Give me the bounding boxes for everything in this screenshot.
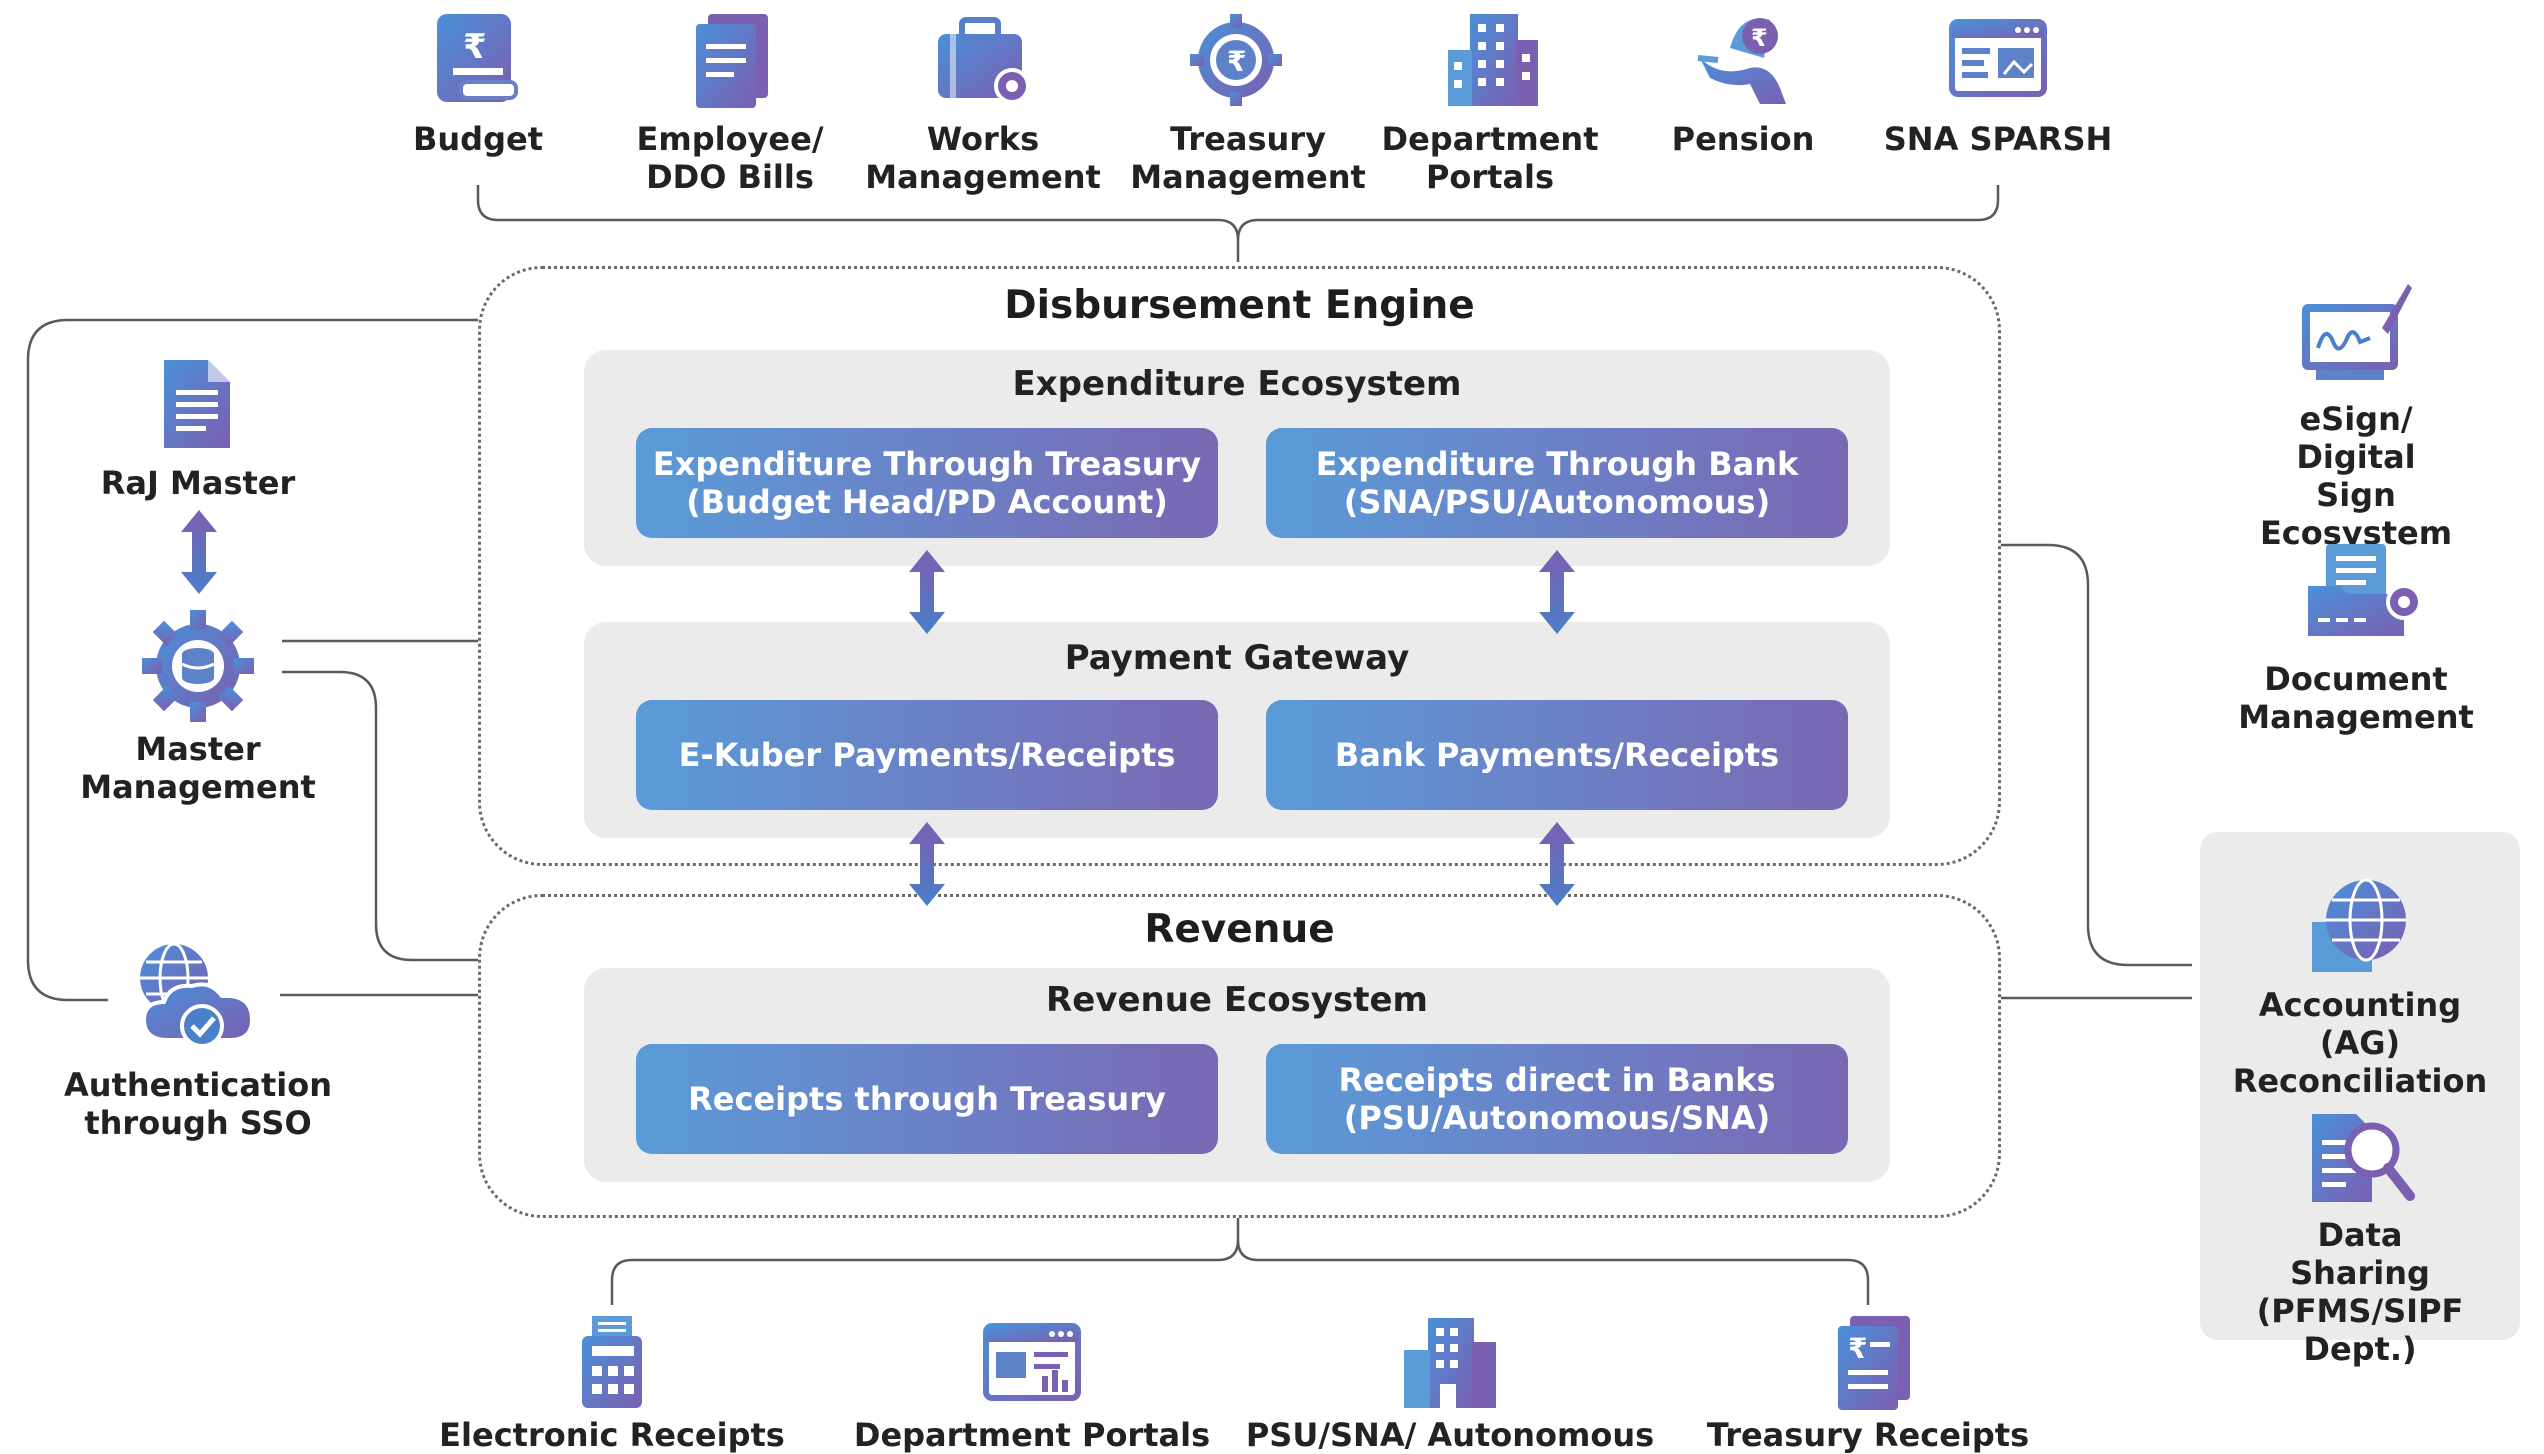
pension-icon: ₹ [1690,8,1794,108]
sso-cloud-icon [128,940,268,1050]
receipts-banks-box: Receipts direct in Banks (PSU/Autonomous… [1266,1044,1848,1154]
raj-master-label: RaJ Master [100,464,296,502]
svg-text:₹: ₹ [1751,24,1768,52]
treasury-receipt-icon: ₹ [1830,1312,1920,1412]
svg-text:₹: ₹ [463,27,487,67]
esign-icon [2296,278,2416,388]
budget-icon: ₹ [433,10,523,110]
revenue-ecosystem-title: Revenue Ecosystem [1046,980,1428,1020]
service-label-bills: Employee/ DDO Bills [636,120,824,196]
double-arrow-right-1 [1539,550,1575,634]
expenditure-ecosystem-title: Expenditure Ecosystem [1012,364,1462,404]
accounting-globe-icon [2306,876,2416,976]
receipt-machine-icon [578,1312,648,1412]
data-search-icon [2306,1110,2416,1210]
raj-master-icon [158,356,238,452]
service-label-departments: Department Portals [1381,120,1599,196]
department-portals-label: Department Portals [853,1416,1211,1454]
double-arrow-right-2 [1539,822,1575,906]
bank-payments-box: Bank Payments/Receipts [1266,700,1848,810]
expenditure-bank-box: Expenditure Through Bank (SNA/PSU/Autono… [1266,428,1848,538]
ekuber-label: E-Kuber Payments/Receipts [678,736,1176,774]
document-management-icon [2304,540,2424,640]
bills-icon [690,10,780,110]
sna-sparsh-icon [1948,18,2048,98]
portal-window-icon [982,1322,1082,1402]
sso-label: Authentication through SSO [64,1066,332,1142]
receipts-treasury-box: Receipts through Treasury [636,1044,1218,1154]
esign-label: eSign/ Digital Sign Ecosystem [2259,400,2453,552]
expenditure-treasury-box: Expenditure Through Treasury (Budget Hea… [636,428,1218,538]
expenditure-bank-label: Expenditure Through Bank (SNA/PSU/Autono… [1315,445,1799,521]
master-settings-icon [140,608,256,724]
treasury-icon: ₹ [1188,10,1288,110]
top-bracket [476,185,2000,262]
double-arrow-left-1 [909,550,945,634]
document-management-label: Document Management [2238,660,2474,736]
receipts-banks-label: Receipts direct in Banks (PSU/Autonomous… [1338,1061,1776,1137]
master-to-revenue-line [282,670,478,962]
service-label-works: Works Management [865,120,1101,196]
disbursement-engine-title: Disbursement Engine [1004,283,1475,328]
right-to-engine-line [1995,543,2192,967]
bottom-bracket [610,1210,1870,1305]
expenditure-treasury-label: Expenditure Through Treasury (Budget Hea… [652,445,1202,521]
electronic-receipts-label: Electronic Receipts [439,1416,785,1454]
bank-payments-label: Bank Payments/Receipts [1334,736,1780,774]
raj-master-arrow [181,510,217,594]
svg-text:₹: ₹ [1848,1332,1867,1365]
ekuber-box: E-Kuber Payments/Receipts [636,700,1218,810]
service-label-budget: Budget [413,120,543,158]
building-icon [1444,10,1540,110]
double-arrow-left-2 [909,822,945,906]
service-label-sna-sparsh: SNA SPARSH [1883,120,2113,158]
svg-text:₹: ₹ [1227,45,1246,78]
office-building-icon [1400,1314,1500,1410]
payment-gateway-title: Payment Gateway [1064,638,1410,678]
psu-sna-label: PSU/SNA/ Autonomous [1245,1416,1655,1454]
left-loop-line [26,318,478,1002]
receipts-treasury-label: Receipts through Treasury [688,1080,1166,1118]
data-sharing-label: Data Sharing (PFMS/SIPF Dept.) [2256,1216,2464,1368]
treasury-receipts-label: Treasury Receipts [1706,1416,2030,1454]
service-label-pension: Pension [1671,120,1815,158]
service-label-treasury: Treasury Management [1130,120,1366,196]
master-management-label: Master Management [80,730,316,806]
works-icon [930,10,1040,110]
revenue-title: Revenue [1144,907,1335,952]
accounting-label: Accounting (AG) Reconciliation [2232,986,2488,1100]
